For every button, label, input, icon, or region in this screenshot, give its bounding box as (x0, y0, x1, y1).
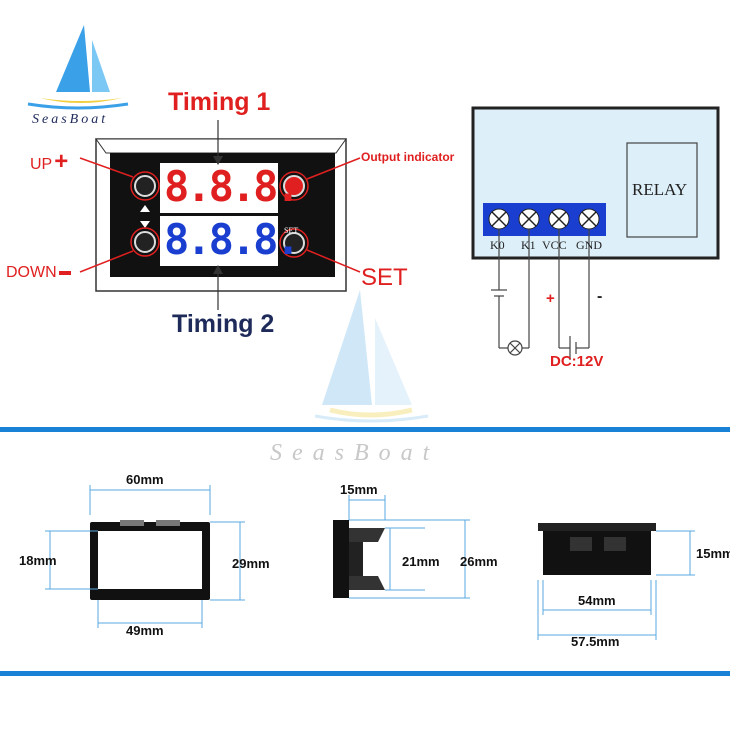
front-panel (79, 120, 361, 310)
terminal-k0: K0 (490, 238, 505, 252)
dim-front-inner-width: 49mm (126, 623, 164, 638)
terminal-gnd: GND (576, 238, 602, 252)
down-text: DOWN (6, 264, 57, 281)
dim-top-width: 57.5mm (571, 634, 620, 649)
wiring-diagram (471, 106, 720, 360)
dim-side-inner-height: 21mm (402, 554, 440, 569)
seasboat-logo-icon (27, 25, 129, 110)
watermark-text: SeasBoat (270, 440, 440, 466)
minus-sign: - (597, 288, 603, 305)
terminal-vcc: VCC (542, 238, 567, 252)
up-label: UP+ (30, 148, 68, 176)
front-view (45, 485, 245, 628)
dim-front-inner-height: 18mm (19, 553, 57, 568)
timing1-label: Timing 1 (168, 88, 271, 116)
output-indicator-label: Output indicator (361, 150, 455, 164)
brand-name: SeasBoat (32, 112, 109, 127)
dim-front-height: 29mm (232, 556, 270, 571)
dim-top-depth: 15mm (696, 546, 730, 561)
up-text: UP (30, 156, 53, 173)
separator-bottom (0, 671, 730, 676)
timing2-label: Timing 2 (172, 310, 275, 338)
terminal-k1: K1 (521, 238, 536, 252)
watermark-sail-icon (314, 290, 429, 423)
plus-sign: + (546, 290, 555, 307)
dim-front-width: 60mm (126, 472, 164, 487)
dim-side-height: 26mm (460, 554, 498, 569)
separator-top (0, 427, 730, 432)
dim-side-depth: 15mm (340, 482, 378, 497)
set-label: SET (361, 264, 408, 291)
top-view (537, 523, 695, 640)
side-view (333, 495, 470, 599)
dim-top-inner-width: 54mm (578, 593, 616, 608)
dc-supply-label: DC:12V (550, 353, 604, 370)
down-label: DOWN (6, 264, 71, 282)
display-timing1: 8.8.8. (164, 162, 301, 211)
plus-icon: + (54, 148, 69, 175)
minus-icon (58, 270, 71, 275)
set-key-label: SET (284, 226, 299, 235)
relay-label: RELAY (632, 180, 688, 199)
display-timing2: 8.8.8. (164, 215, 301, 264)
